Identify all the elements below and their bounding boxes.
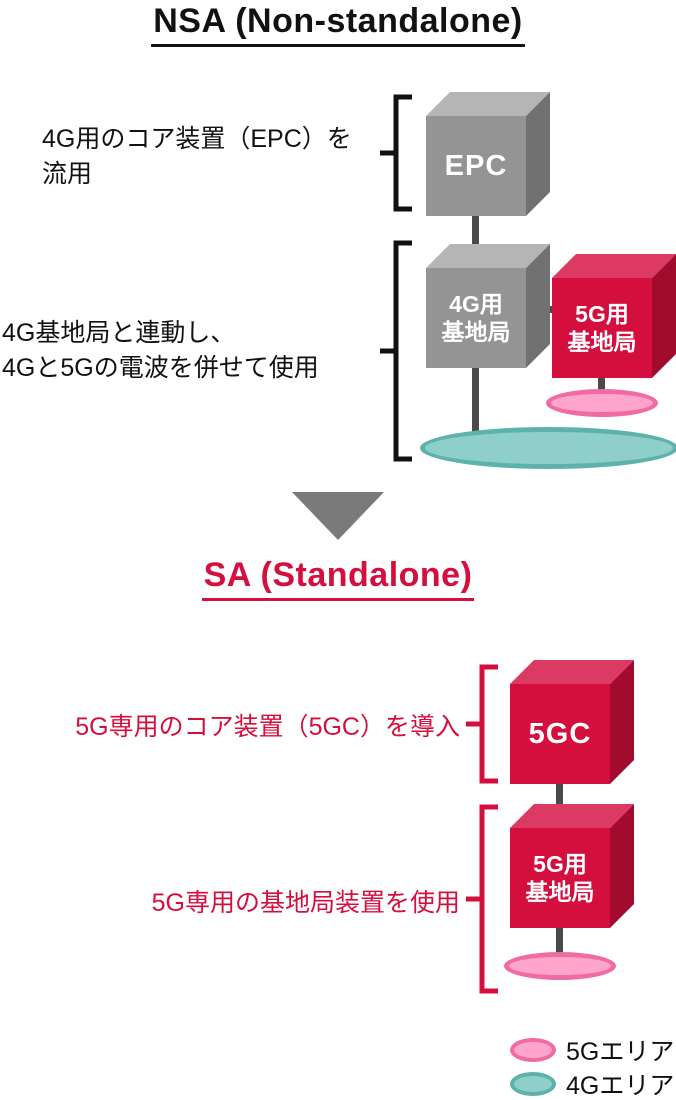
sa-core-note: 5G専用のコア装置（5GC）を導入: [75, 713, 460, 741]
nsa-core-note: 4G用のコア装置（EPC）を 流用: [42, 122, 352, 191]
label-line1: 5G用: [575, 300, 629, 327]
sa-title-text: SA (Standalone): [201, 556, 475, 601]
epc-label: EPC: [444, 149, 508, 182]
nsa-base-bracket: [380, 240, 412, 462]
sa-title: SA (Standalone): [0, 556, 676, 601]
legend-item-5g-area: 5Gエリア: [510, 1032, 674, 1068]
sa-base-bracket: [466, 804, 498, 994]
sa-5g-basestation-label: 5G用 基地局: [510, 828, 610, 928]
nsa-base-note-line1: 4G基地局と連動し、: [2, 319, 236, 347]
cube-shape: [510, 804, 634, 928]
nsa-4g-area-ellipse: [420, 427, 676, 469]
label-line2: 基地局: [567, 329, 637, 355]
cube-shape: [552, 254, 676, 378]
nsa-core-bracket: [380, 94, 412, 212]
down-arrow-icon: [292, 492, 384, 540]
connector-epc-to-4gbs: [472, 212, 479, 272]
sa-core-bracket: [466, 664, 498, 784]
connector-5gbs-to-5garea-sa: [556, 924, 563, 958]
cube-shape: [426, 244, 550, 368]
nsa-5g-area-ellipse: [546, 389, 658, 417]
nsa-title-text: NSA (Non-standalone): [151, 2, 525, 47]
nsa-core-note-line2: 流用: [42, 159, 93, 188]
cube-shape: [510, 660, 634, 784]
legend-item-4g-area: 4Gエリア: [510, 1066, 674, 1100]
cube-shape: [426, 92, 550, 216]
4g-area-swatch-icon: [510, 1072, 556, 1096]
nsa-base-note: 4G基地局と連動し、 4Gと5Gの電波を併せて使用: [2, 316, 319, 385]
sa-5gc-label: 5GC: [528, 717, 592, 750]
epc-cube: EPC: [426, 92, 550, 216]
sa-5g-area-ellipse: [504, 952, 616, 980]
nsa-5g-basestation-label: 5G用 基地局: [552, 278, 652, 378]
sa-base-note: 5G専用の基地局装置を使用: [151, 889, 460, 917]
nsa-4g-basestation-cube: 4G用 基地局: [426, 244, 550, 368]
sa-5gc-cube: 5GC: [510, 660, 634, 784]
connector-4gbs-to-4garea: [472, 366, 479, 440]
nsa-title: NSA (Non-standalone): [0, 2, 676, 47]
legend-5g-label: 5Gエリア: [566, 1038, 675, 1066]
label-line2: 基地局: [525, 879, 595, 905]
label-line2: 基地局: [441, 319, 511, 345]
nsa-core-note-line1: 4G用のコア装置（EPC）を: [42, 125, 352, 153]
legend-4g-label: 4Gエリア: [566, 1072, 675, 1100]
label-line1: 5G用: [533, 850, 587, 877]
5g-area-swatch-icon: [510, 1038, 556, 1062]
nsa-4g-basestation-label: 4G用 基地局: [426, 268, 526, 368]
nsa-base-note-line2: 4Gと5Gの電波を併せて使用: [2, 353, 319, 382]
sa-5g-basestation-cube: 5G用 基地局: [510, 804, 634, 928]
label-line1: 4G用: [449, 290, 503, 317]
nsa-5g-basestation-cube: 5G用 基地局: [552, 254, 676, 378]
